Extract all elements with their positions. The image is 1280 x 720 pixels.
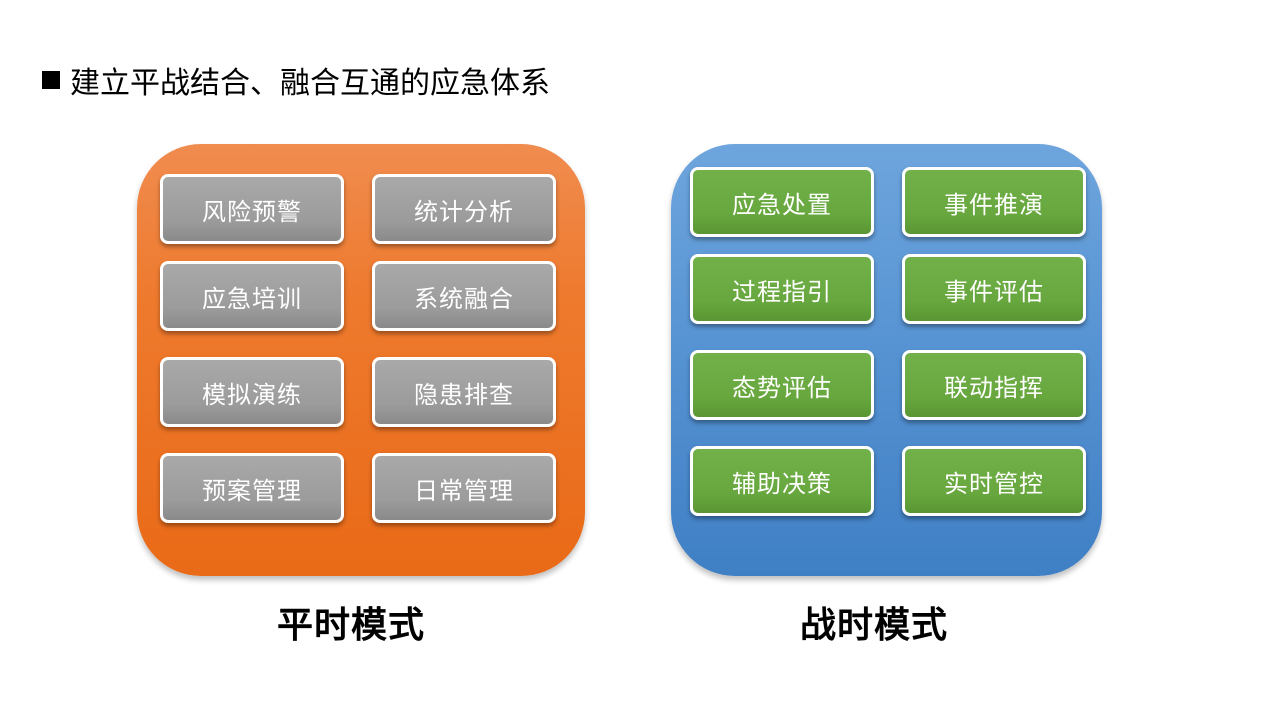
peace-mode-panel: 风险预警 统计分析 应急培训 系统融合 模拟演练 隐患排查 预案管理 日常管理 xyxy=(137,144,585,576)
peace-item-risk-warning: 风险预警 xyxy=(160,174,344,244)
peace-item-daily-management: 日常管理 xyxy=(372,453,556,523)
war-mode-panel: 应急处置 事件推演 过程指引 事件评估 态势评估 联动指挥 辅助决策 实时管控 xyxy=(671,144,1102,576)
war-item-event-assessment: 事件评估 xyxy=(902,254,1086,324)
war-mode-label: 战时模式 xyxy=(799,605,948,646)
square-bullet-icon xyxy=(42,71,60,89)
war-item-process-guidance: 过程指引 xyxy=(690,254,874,324)
war-item-emergency-response: 应急处置 xyxy=(690,167,874,237)
war-item-decision-support: 辅助决策 xyxy=(690,446,874,516)
war-item-realtime-control: 实时管控 xyxy=(902,446,1086,516)
war-item-situation-assessment: 态势评估 xyxy=(690,350,874,420)
peace-item-system-integration: 系统融合 xyxy=(372,261,556,331)
peace-item-drill: 模拟演练 xyxy=(160,357,344,427)
slide-heading: 建立平战结合、融合互通的应急体系 xyxy=(42,60,550,101)
slide-heading-text: 建立平战结合、融合互通的应急体系 xyxy=(70,66,550,101)
war-item-event-simulation: 事件推演 xyxy=(902,167,1086,237)
peace-item-plan-management: 预案管理 xyxy=(160,453,344,523)
war-item-joint-command: 联动指挥 xyxy=(902,350,1086,420)
peace-item-statistics: 统计分析 xyxy=(372,174,556,244)
peace-mode-label: 平时模式 xyxy=(276,605,425,646)
peace-item-training: 应急培训 xyxy=(160,261,344,331)
peace-item-hazard-check: 隐患排查 xyxy=(372,357,556,427)
